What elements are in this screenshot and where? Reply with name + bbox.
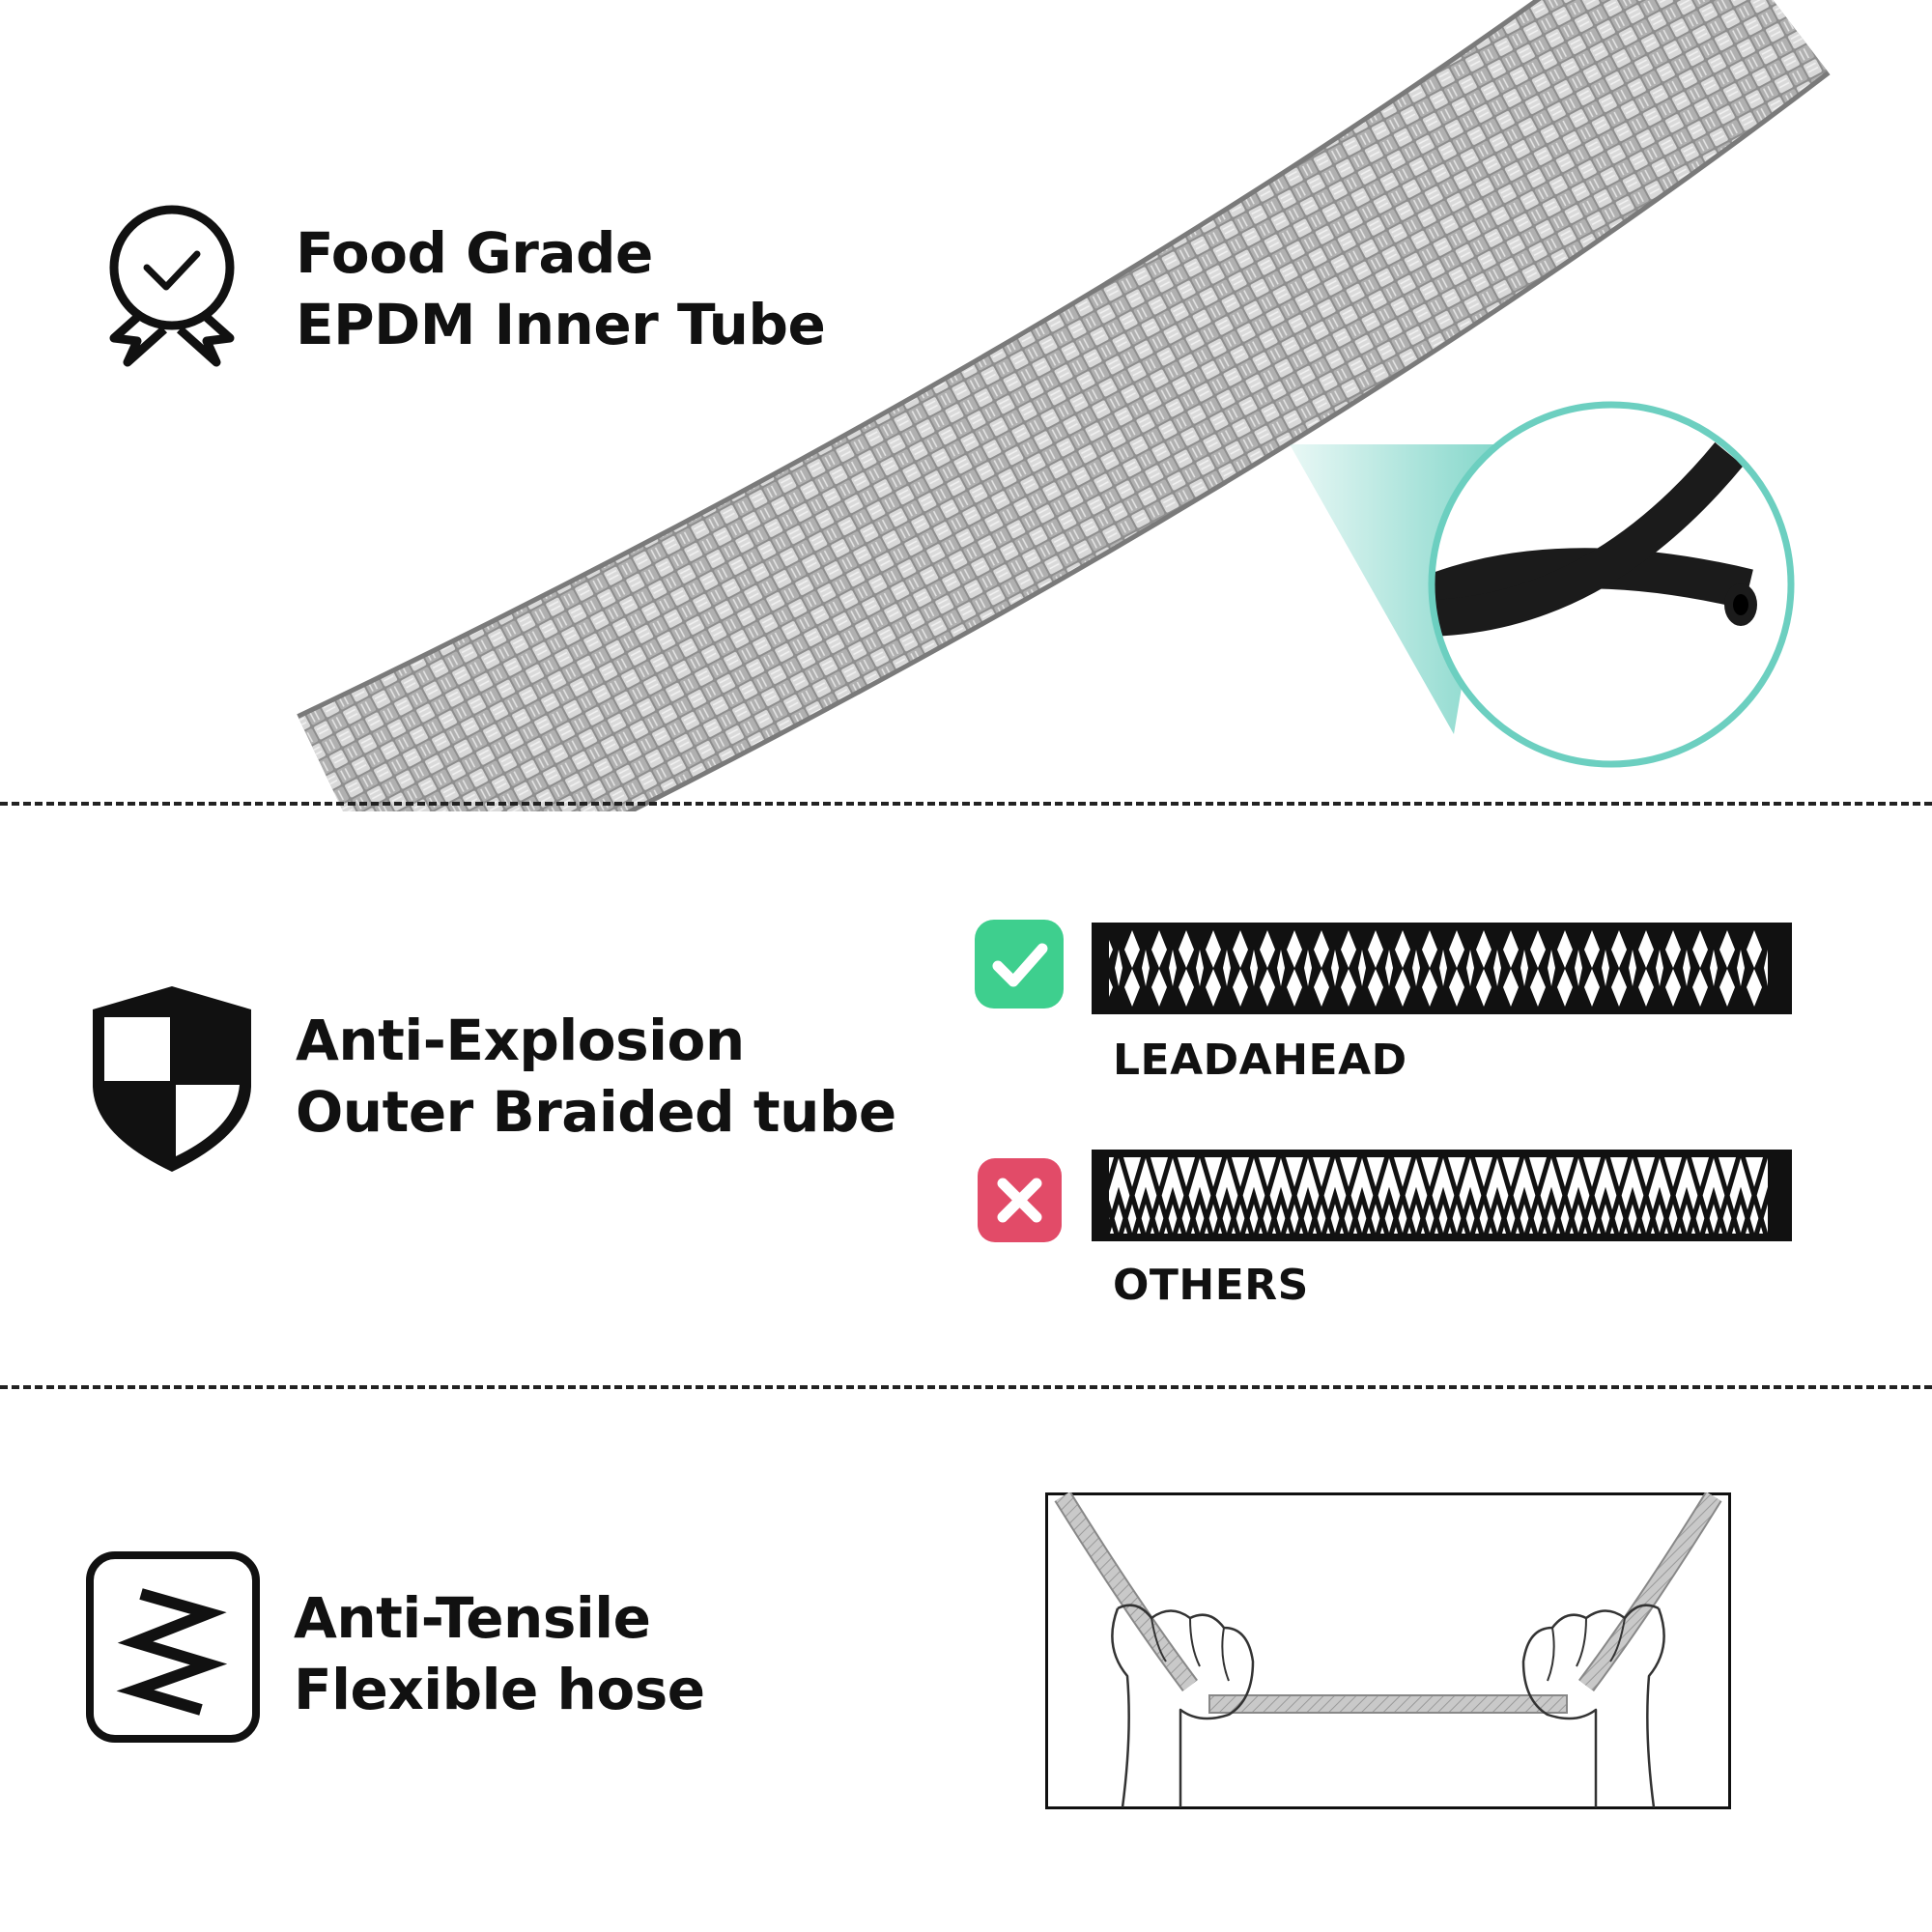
braided-hose-illustration [297,0,1831,811]
hands-pulling-hose-illustration [1045,1492,1731,1809]
anti-tensile-line2: Flexible hose [294,1657,705,1722]
cross-icon [978,1158,1062,1242]
award-ribbon-icon [109,205,235,367]
section-divider-1 [0,802,1932,806]
food-grade-line1: Food Grade [296,220,653,286]
check-icon [975,920,1064,1009]
others-label: OTHERS [1113,1261,1309,1310]
anti-explosion-text: Anti-Explosion Outer Braided tube [296,1005,896,1148]
zigzag-spring-icon [86,1551,260,1743]
food-grade-text: Food Grade EPDM Inner Tube [296,217,826,360]
leadahead-label: LEADAHEAD [1113,1036,1407,1085]
shield-icon [93,986,251,1172]
leadahead-braid-sample [1092,923,1792,1014]
others-braid-sample [1092,1150,1792,1241]
section-divider-2 [0,1385,1932,1389]
anti-explosion-line1: Anti-Explosion [296,1008,745,1073]
anti-tensile-text: Anti-Tensile Flexible hose [294,1582,705,1725]
anti-explosion-line2: Outer Braided tube [296,1079,896,1145]
anti-tensile-line1: Anti-Tensile [294,1585,651,1651]
food-grade-line2: EPDM Inner Tube [296,292,826,357]
